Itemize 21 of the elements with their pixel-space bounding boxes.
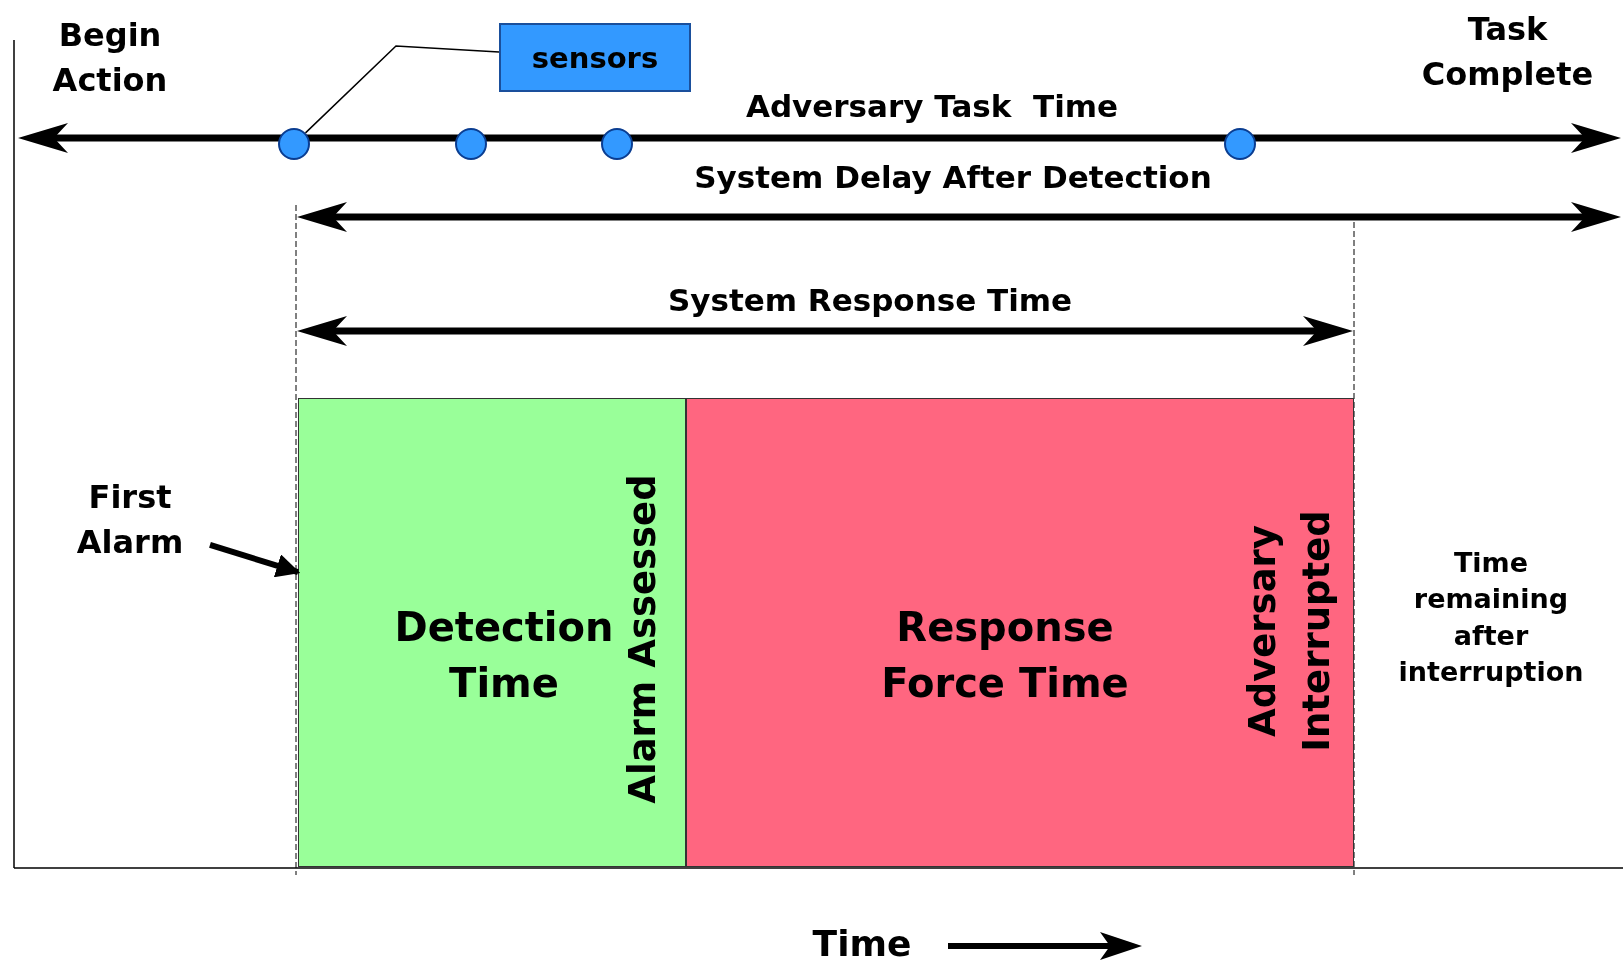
- event-label: Adversary Interrupted: [1240, 509, 1339, 754]
- segment-label: Detection Time: [393, 603, 615, 708]
- text-label: System Delay After Detection: [693, 158, 1213, 197]
- sensor-dot: [278, 128, 310, 160]
- arrow: [209, 542, 301, 578]
- segment-label: Response Force Time: [880, 603, 1130, 708]
- text-label: Time remaining after interruption: [1397, 546, 1585, 690]
- sensor-dot: [455, 128, 487, 160]
- time-segment: [686, 398, 1354, 867]
- leader-line: [304, 45, 500, 134]
- sensor-dot: [601, 128, 633, 160]
- sensor-box: sensors: [499, 23, 691, 92]
- event-label: Alarm Assessed: [620, 473, 666, 806]
- text-label: System Response Time: [666, 281, 1074, 320]
- text-label: Begin Action: [25, 8, 195, 108]
- text-label: Time: [811, 922, 913, 966]
- time-segment: [298, 398, 686, 867]
- text-label: Adversary Task Time: [744, 87, 1120, 126]
- text-label: Task Complete: [1395, 2, 1620, 102]
- text-label: First Alarm: [50, 470, 210, 570]
- sensor-dot: [1224, 128, 1256, 160]
